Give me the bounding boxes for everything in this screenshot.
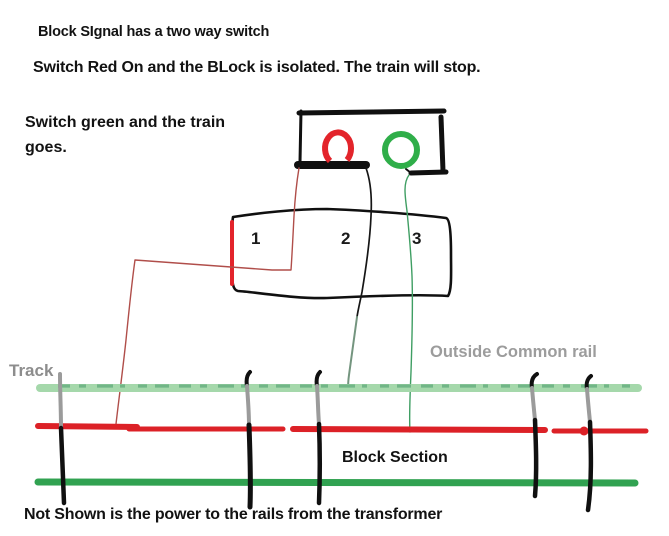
green-rail <box>34 478 639 487</box>
note-green-switch: Switch green and the train goes. <box>25 114 226 156</box>
tie-mark-2 <box>244 370 253 510</box>
tie-mark-1 <box>58 372 67 506</box>
common-wire-lower <box>347 316 358 391</box>
track-rails <box>34 384 649 487</box>
center-rail-block-segment <box>290 426 548 433</box>
red-lamp-icon <box>322 129 355 164</box>
red-wire <box>115 167 300 425</box>
outside-common-rail-label: Outside Common rail <box>430 343 597 361</box>
signal-head-box <box>294 108 449 176</box>
terminal-2-label: 2 <box>341 229 351 248</box>
signal-box-wire-hook <box>405 168 412 174</box>
note-power-source: Not Shown is the power to the rails from… <box>24 506 443 523</box>
tie-mark-4 <box>529 372 539 499</box>
signal-box-right-edge <box>438 114 446 174</box>
note-red-switch: Switch Red On and the BLock is isolated.… <box>33 59 481 76</box>
center-rail-left-segment <box>35 423 140 430</box>
signal-box-top-edge <box>296 108 447 116</box>
wires <box>115 167 414 433</box>
tie-mark-3 <box>314 370 322 506</box>
tie-marks <box>58 370 594 513</box>
tie-mark-5 <box>584 374 594 513</box>
signal-box-left-edge <box>298 109 303 164</box>
track-label: Track <box>9 361 54 380</box>
green-lamp-icon <box>382 131 420 169</box>
diagram-title: Block SIgnal has a two way switch <box>38 24 270 40</box>
terminal-1-label: 1 <box>251 229 261 248</box>
signal-box-bottom-right-bar <box>408 169 449 176</box>
terminal-3-label: 3 <box>412 229 422 248</box>
terminal-block-outline <box>230 207 453 300</box>
terminal-block <box>230 207 453 300</box>
center-rail-joint-blob <box>579 426 589 436</box>
block-section-label: Block Section <box>342 449 448 466</box>
common-wire-upper <box>356 167 373 318</box>
